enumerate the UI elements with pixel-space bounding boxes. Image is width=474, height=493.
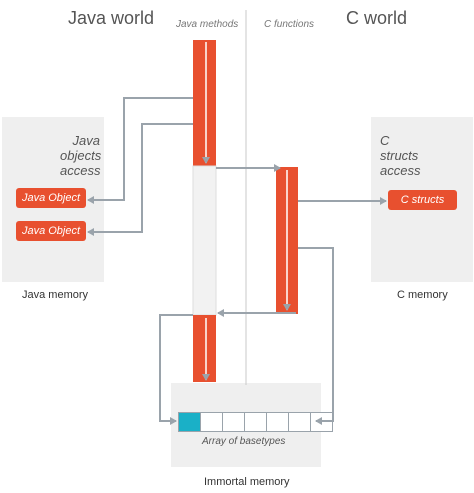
c-functions-heading: C functions xyxy=(264,19,315,30)
c-structs-box: C structs xyxy=(388,190,457,210)
java-method-active-lower xyxy=(193,315,216,382)
basetype-array xyxy=(178,412,333,432)
java-object-access-arrow-1 xyxy=(87,97,193,204)
java-object-access-arrow-2 xyxy=(87,123,193,236)
java-method-waiting xyxy=(192,165,217,316)
array-label: Array of basetypes xyxy=(202,436,286,447)
java-array-access-arrow xyxy=(159,314,193,425)
array-cell xyxy=(201,412,223,432)
array-cell xyxy=(223,412,245,432)
array-cell xyxy=(267,412,289,432)
java-objects-access-caption: Java objects access xyxy=(60,133,102,178)
java-object-box-1: Java Object xyxy=(16,188,86,208)
c-caption-line-2: structs xyxy=(380,148,419,163)
java-caption-line-1: Java xyxy=(72,133,100,148)
java-methods-heading: Java methods xyxy=(176,19,239,30)
immortal-memory-label: Immortal memory xyxy=(204,476,290,488)
java-caption-line-3: access xyxy=(60,163,101,178)
java-caption-line-2: objects xyxy=(60,148,102,163)
c-array-access-arrow xyxy=(298,247,334,425)
java-world-title: Java world xyxy=(68,8,155,28)
c-caption-line-3: access xyxy=(380,163,421,178)
c-caption-line-1: C xyxy=(380,133,390,148)
array-cell xyxy=(178,412,201,432)
java-memory-label: Java memory xyxy=(22,289,89,301)
java-object-box-2: Java Object xyxy=(16,221,86,241)
c-memory-label: C memory xyxy=(397,289,448,301)
c-structs-access-caption: C structs access xyxy=(380,133,420,178)
c-world-title: C world xyxy=(346,8,408,28)
array-cell xyxy=(245,412,267,432)
java-method-active-upper xyxy=(193,40,216,166)
array-cell xyxy=(289,412,311,432)
